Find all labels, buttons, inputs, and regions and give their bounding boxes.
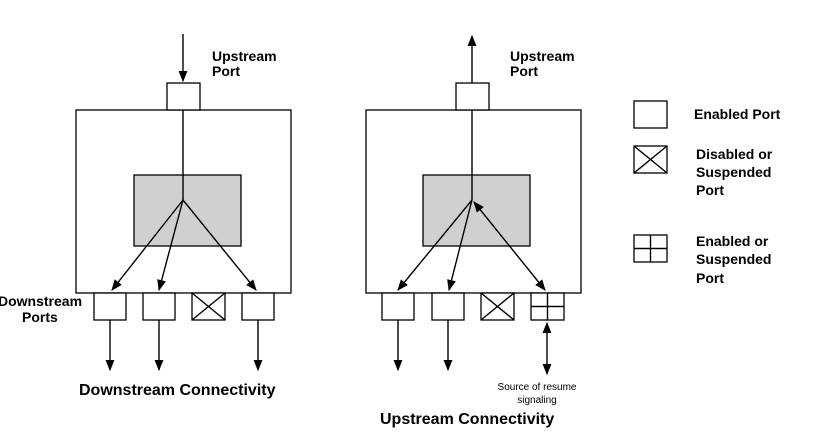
legend-label: Suspended: [696, 164, 771, 180]
legend-label: Suspended: [696, 251, 771, 267]
legend-label: Enabled Port: [694, 106, 781, 122]
fanout-arrow: [397, 199, 473, 291]
legend: Enabled Port Disabled or Suspended Port …: [633, 100, 781, 286]
suspended-port-legend-icon: [633, 234, 668, 263]
resume-source-label: Source of resume: [498, 382, 577, 393]
fanout-arrow: [182, 199, 257, 291]
upstream-connectivity-diagram: Upstream Port Source of resume signaling…: [365, 34, 582, 428]
upstream-port-label: Upstream: [212, 48, 277, 64]
hub-repeater: [422, 174, 531, 247]
fanout-arrow: [111, 199, 184, 291]
disabled-port-legend-icon: [633, 145, 668, 174]
downstream-ports-label: Downstream: [0, 293, 82, 309]
enabled-port: [431, 292, 465, 321]
downstream-connectivity-diagram: Upstream Port Downstream Ports Downstrea…: [0, 34, 292, 399]
diagram-caption: Upstream Connectivity: [380, 411, 554, 428]
enabled-port: [241, 292, 275, 321]
enabled-port: [93, 292, 127, 321]
upstream-port: [455, 82, 490, 111]
upstream-port-label: Port: [212, 63, 240, 79]
enabled-port-legend-icon: [633, 100, 668, 129]
fanout-arrow: [447, 199, 473, 292]
disabled-port: [191, 292, 226, 321]
resume-source-label: signaling: [517, 395, 556, 406]
resume-signal-arrow: [473, 201, 546, 291]
downstream-ports-label: Ports: [22, 309, 58, 325]
hub-repeater: [133, 174, 242, 247]
fanout-arrow: [157, 199, 184, 292]
enabled-port: [381, 292, 415, 321]
upstream-port-label: Port: [510, 63, 538, 79]
legend-label: Port: [696, 270, 724, 286]
disabled-port: [480, 292, 515, 321]
suspended-port: [530, 292, 565, 321]
enabled-port: [142, 292, 176, 321]
upstream-port: [166, 82, 201, 111]
diagram-caption: Downstream Connectivity: [79, 382, 276, 399]
legend-label: Enabled or: [696, 233, 769, 249]
legend-label: Disabled or: [696, 146, 773, 162]
legend-label: Port: [696, 182, 724, 198]
upstream-port-label: Upstream: [510, 48, 575, 64]
